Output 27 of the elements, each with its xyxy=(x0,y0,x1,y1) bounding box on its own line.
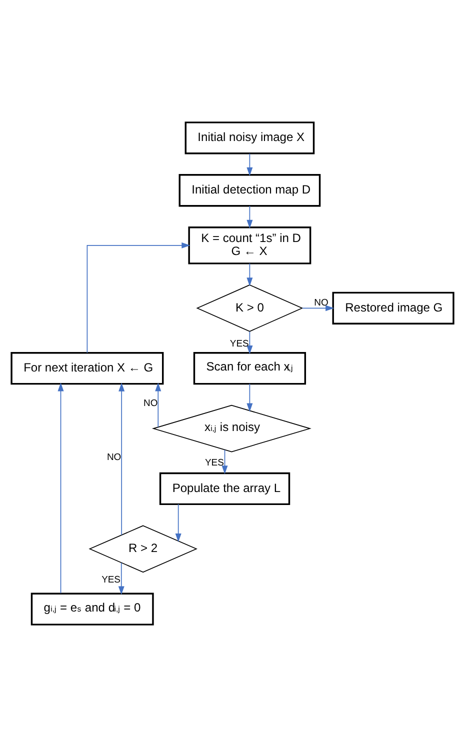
node-box: Initial detection map D xyxy=(178,174,321,206)
node-diamond: K > 0 xyxy=(196,284,304,332)
node-box: Initial noisy image X xyxy=(184,121,315,154)
arrow xyxy=(246,262,253,286)
edge-label: NO xyxy=(106,452,122,463)
node-diamond: R > 2 xyxy=(88,524,198,572)
arrow xyxy=(175,503,182,542)
node-box: For next iteration X ← G xyxy=(10,352,164,384)
arrow xyxy=(118,562,124,594)
edge-label: YES xyxy=(230,338,249,349)
node-box: K = count “1s” in D G ← X xyxy=(188,226,312,264)
arrow xyxy=(246,330,253,354)
edge-label: YES xyxy=(204,457,224,468)
arrow xyxy=(86,242,190,353)
arrow xyxy=(222,449,228,474)
arrow xyxy=(246,205,253,228)
node-box: gi,j = es and di,j = 0 xyxy=(30,592,154,625)
arrow xyxy=(58,382,64,594)
edge-label: NO xyxy=(314,296,328,308)
edge-label: YES xyxy=(102,574,120,585)
arrow xyxy=(302,304,334,311)
arrow xyxy=(246,382,253,412)
arrow xyxy=(118,382,125,535)
node-box: Populate the array L xyxy=(159,472,290,505)
arrow xyxy=(246,152,253,176)
arrow xyxy=(155,382,162,427)
node-box: Restored image G xyxy=(332,291,454,324)
